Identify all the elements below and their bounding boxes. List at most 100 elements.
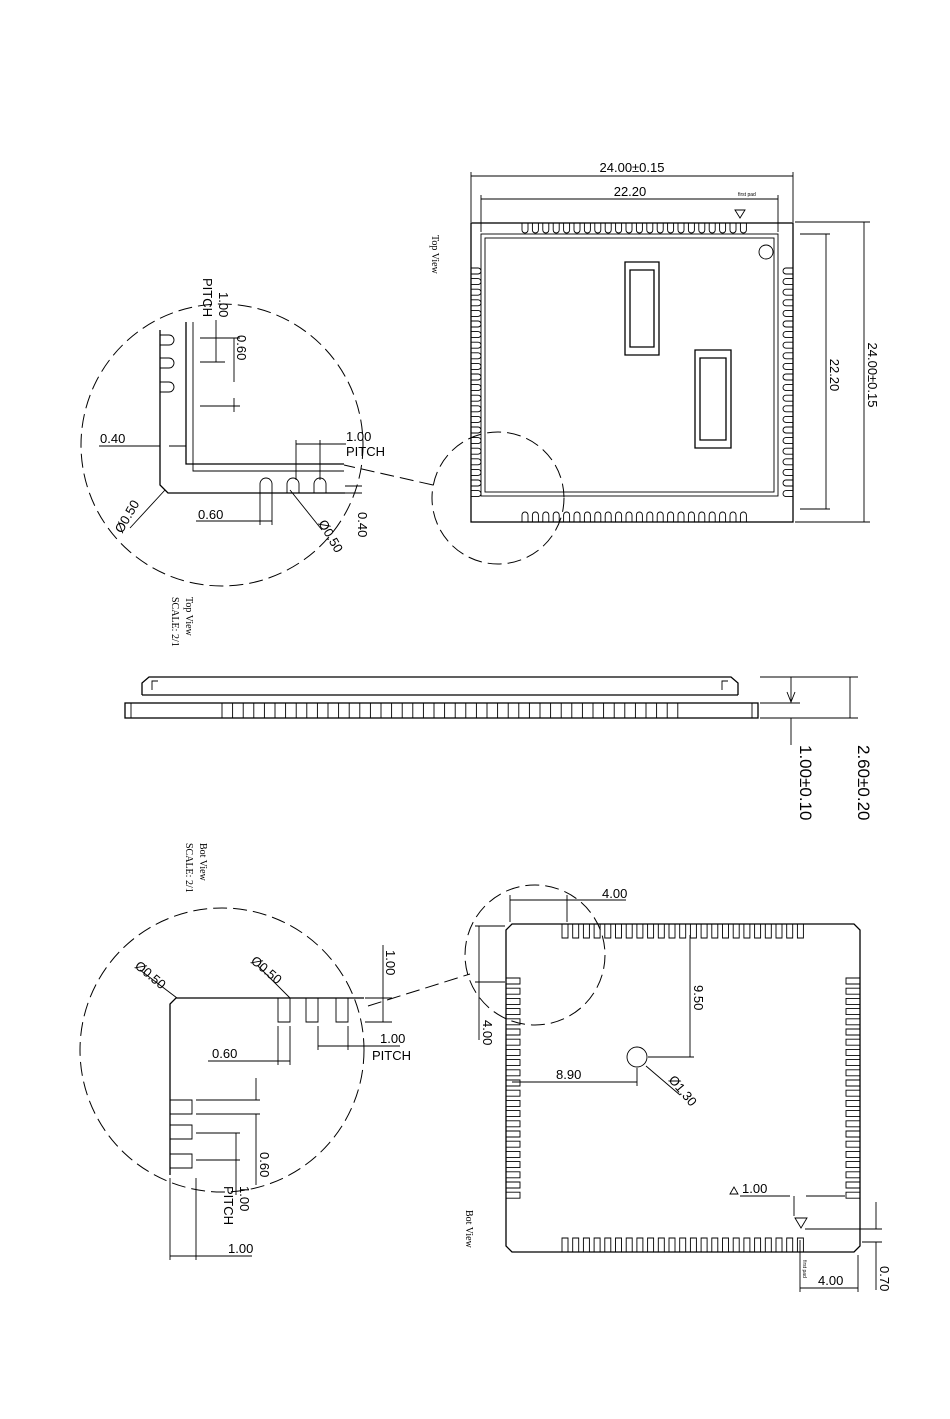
bottom-detail: Ø0.50 Ø0.50 1.00 1.00 PITCH 0.60 0.60 1.…: [80, 843, 411, 1260]
pad: [783, 321, 793, 327]
pad: [730, 512, 736, 522]
bottom-detail-pad-width: 0.60: [257, 1152, 272, 1177]
pad: [699, 223, 705, 233]
pad: [783, 300, 793, 306]
pad: [506, 1070, 520, 1076]
pad: [471, 321, 481, 327]
pad: [846, 1100, 860, 1106]
pad: [584, 223, 590, 233]
pad: [678, 512, 684, 522]
pad: [846, 1019, 860, 1025]
pad: [669, 1238, 675, 1252]
first-pad-triangle-icon: [795, 1218, 807, 1228]
pad: [574, 223, 580, 233]
side-view-pads: [222, 703, 678, 718]
pad: [846, 1029, 860, 1035]
pad: [506, 1060, 520, 1066]
bottom-detail-pitch-v-label: PITCH: [221, 1186, 236, 1225]
pad: [740, 512, 746, 522]
top-detail-scale: SCALE: 2/1: [169, 597, 180, 647]
pad: [506, 1029, 520, 1035]
pad: [564, 512, 570, 522]
pad: [783, 363, 793, 369]
pad: [846, 1182, 860, 1188]
bottom-corner-y: 4.00: [480, 1020, 495, 1045]
pad: [562, 924, 568, 938]
pad: [846, 1121, 860, 1127]
top-detail-title: Top View: [183, 597, 194, 637]
pad: [543, 512, 549, 522]
bottom-detail-pads-horizontal: [278, 998, 348, 1022]
top-view-outline: [471, 223, 793, 522]
pad: [658, 1238, 664, 1252]
pad: [506, 978, 520, 984]
pad: [744, 924, 750, 938]
side-view-pcb: [125, 703, 758, 718]
pad: [636, 512, 642, 522]
pad: [740, 223, 746, 233]
pad: [506, 1192, 520, 1198]
top-detail-pad-width: 0.60: [198, 507, 223, 522]
pad: [506, 1080, 520, 1086]
top-view-pads-right: [783, 268, 793, 497]
pad: [783, 279, 793, 285]
pad: [846, 1009, 860, 1015]
pad: [846, 1049, 860, 1055]
pad: [506, 1100, 520, 1106]
pad: [783, 491, 793, 497]
top-detail-pitch-h-label: PITCH: [346, 444, 385, 459]
pad: [783, 480, 793, 486]
top-detail-pad-edge: 0.40: [355, 512, 370, 537]
pad: [846, 1151, 860, 1157]
pad: [506, 988, 520, 994]
pad: [626, 1238, 632, 1252]
pad: [709, 512, 715, 522]
pad: [506, 1009, 520, 1015]
pad: [574, 512, 580, 522]
pad: [583, 1238, 589, 1252]
pad: [846, 1060, 860, 1066]
pad: [846, 1070, 860, 1076]
pad: [733, 1238, 739, 1252]
pad: [783, 332, 793, 338]
bottom-edge-y: 0.70: [877, 1266, 892, 1291]
bottom-view: 4.00 4.00 9.50 8.90 Ø1.30 1.00 4.00 firs…: [463, 886, 892, 1292]
pad: [783, 438, 793, 444]
pad: [678, 223, 684, 233]
top-detail: 1.00 PITCH 0.60 0.40 1.00 PITCH 0.60 Ø0.…: [81, 278, 385, 647]
pad: [712, 924, 718, 938]
bottom-view-pads-bottom: [562, 1238, 803, 1252]
bottom-detail-pitch-h-label: PITCH: [372, 1048, 411, 1063]
pad: [506, 1121, 520, 1127]
pad: [658, 924, 664, 938]
pad: [744, 1238, 750, 1252]
pad: [846, 1080, 860, 1086]
pad: [846, 1192, 860, 1198]
pad: [471, 491, 481, 497]
pad: [776, 924, 782, 938]
bottom-view-pads-left: [506, 978, 520, 1198]
pad: [680, 1238, 686, 1252]
pad: [755, 1238, 761, 1252]
side-thickness-base: 1.00±0.10: [796, 745, 815, 821]
pad: [783, 469, 793, 475]
pad: [701, 924, 707, 938]
pad: [506, 1111, 520, 1117]
bottom-detail-marker: [465, 885, 605, 1025]
bottom-view-pads-right: [846, 978, 860, 1198]
pad: [471, 448, 481, 454]
side-view-shield-lip: [152, 681, 728, 690]
connector-a: [625, 262, 659, 355]
pad: [783, 374, 793, 380]
top-detail-pad-length: 0.60: [234, 335, 249, 360]
pad: [584, 512, 590, 522]
pad: [553, 223, 559, 233]
pad: [669, 924, 675, 938]
pad: [648, 1238, 654, 1252]
pad: [626, 924, 632, 938]
top-view-label: Top View: [429, 235, 440, 275]
top-view-pads-bottom: [522, 512, 746, 522]
pad: [783, 385, 793, 391]
